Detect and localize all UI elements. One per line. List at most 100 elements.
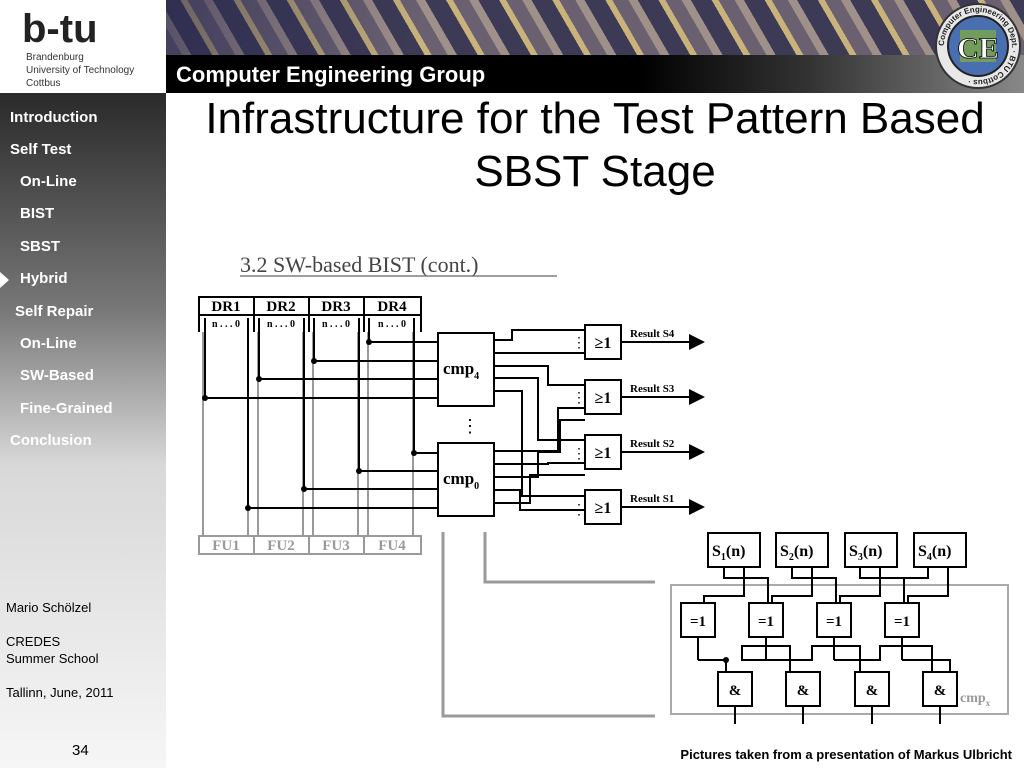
header-banner-image	[166, 0, 1024, 55]
or-gate-s3: ≥1	[584, 379, 622, 415]
svg-text:S4(n): S4(n)	[918, 543, 951, 563]
svg-text:≥1: ≥1	[595, 500, 612, 517]
comparator-ellipsis: ⋮	[461, 416, 479, 436]
register-taps	[204, 318, 438, 509]
university-logo: b-tu Brandenburg University of Technolog…	[0, 0, 166, 93]
location-date: Tallinn, June, 2011	[6, 685, 114, 700]
svg-text:&: &	[729, 683, 742, 699]
functional-units	[198, 535, 422, 555]
and-gate-2: &	[785, 671, 821, 707]
detail-input-s2: S2(n)	[775, 532, 829, 568]
event-line-1: CREDES	[6, 634, 61, 649]
comparator-cmp0	[437, 442, 495, 517]
svg-text:S3(n): S3(n)	[849, 543, 882, 563]
fu-wires	[202, 332, 414, 536]
detail-junction-dot	[723, 657, 729, 663]
detail-input-s3: S3(n)	[844, 532, 898, 568]
xor-gate-1: =1	[680, 602, 716, 638]
xor-gate-2: =1	[748, 602, 784, 638]
svg-text:S1(n): S1(n)	[712, 543, 745, 563]
author-name: Mario Schölzel	[6, 600, 92, 615]
register-dr1: DR1	[211, 299, 240, 315]
or-input-ellipsis: ⋮ ⋮ ⋮ ⋮	[572, 336, 586, 518]
or-gate-s2: ≥1	[584, 434, 622, 470]
sidebar-item-self-repair-on-line[interactable]: On-Line	[20, 335, 77, 352]
svg-text:≥1: ≥1	[595, 335, 612, 352]
sidebar-item-self-test-on-line[interactable]: On-Line	[20, 173, 77, 190]
sidebar-item-introduction[interactable]: Introduction	[10, 109, 98, 126]
logo-line-3: Cottbus	[26, 78, 61, 89]
figure-heading: 3.2 SW-based BIST (cont.)	[240, 252, 479, 277]
result-s4-label: Result S4	[630, 328, 675, 340]
header-bar	[166, 55, 1024, 93]
slide-title: Infrastructure for the Test Pattern Base…	[170, 92, 1020, 198]
comparator-outputs	[494, 329, 585, 511]
svg-text:⋮: ⋮	[572, 503, 586, 518]
data-registers	[198, 296, 422, 332]
svg-text:&: &	[866, 683, 879, 699]
register-dr4-bits: n . . . 0	[378, 319, 406, 330]
svg-text:⋮: ⋮	[572, 391, 586, 406]
unit-fu1: FU1	[212, 538, 240, 554]
sidebar	[0, 93, 166, 768]
xor-gate-4: =1	[884, 602, 920, 638]
register-dr2: DR2	[266, 299, 295, 315]
sidebar-item-conclusion[interactable]: Conclusion	[10, 432, 92, 449]
register-dr3-bits: n . . . 0	[322, 319, 350, 330]
unit-fu3: FU3	[322, 538, 350, 554]
detail-input-s1: S1(n)	[707, 532, 761, 568]
page-number: 34	[72, 742, 89, 759]
and-gate-3: &	[854, 671, 890, 707]
detail-callout-lines	[441, 532, 655, 718]
register-dr2-bits: n . . . 0	[267, 319, 295, 330]
comparator-cmp4-label: cmp4	[443, 359, 479, 382]
result-s3-label: Result S3	[630, 383, 675, 395]
cmpx-detail-label: cmpx	[960, 691, 991, 708]
sidebar-item-bist[interactable]: BIST	[20, 205, 55, 222]
svg-text:=1: =1	[690, 614, 706, 630]
result-s1-label: Result S1	[630, 493, 674, 505]
group-title: Computer Engineering Group	[176, 62, 486, 87]
comparator-cmp4	[437, 332, 495, 407]
svg-text:CE: CE	[957, 32, 999, 65]
result-s2-label: Result S2	[630, 438, 675, 450]
junction-dots	[202, 339, 417, 511]
result-arrows	[621, 334, 705, 515]
comparator-cmp0-label: cmp0	[443, 469, 479, 492]
register-dr1-bits: n . . . 0	[212, 319, 240, 330]
sidebar-item-sw-based[interactable]: SW-Based	[20, 367, 94, 384]
svg-text:S2(n): S2(n)	[780, 543, 813, 563]
svg-text:=1: =1	[826, 614, 842, 630]
sidebar-item-self-test[interactable]: Self Test	[10, 141, 72, 158]
unit-fu4: FU4	[378, 538, 406, 554]
unit-fu2: FU2	[267, 538, 295, 554]
svg-text:b-tu: b-tu	[22, 7, 98, 51]
detail-wires	[697, 567, 951, 724]
logo-line-1: Brandenburg	[26, 52, 84, 63]
or-gate-s1: ≥1	[584, 489, 622, 525]
slide-title-line-1: Infrastructure for the Test Pattern Base…	[205, 94, 985, 143]
detail-input-s4: S4(n)	[913, 532, 967, 568]
svg-text:=1: =1	[894, 614, 910, 630]
btu-logo-mark: b-tu	[22, 7, 98, 51]
sidebar-item-hybrid[interactable]: Hybrid	[20, 270, 68, 287]
svg-text:≥1: ≥1	[595, 390, 612, 407]
sidebar-item-fine-grained[interactable]: Fine-Grained	[20, 400, 113, 417]
svg-text:=1: =1	[758, 614, 774, 630]
logo-line-2: University of Technology	[26, 65, 135, 76]
sidebar-item-self-repair[interactable]: Self Repair	[15, 303, 94, 320]
and-gate-4: &	[922, 671, 958, 707]
event-line-2: Summer School	[6, 651, 99, 666]
svg-text:≥1: ≥1	[595, 445, 612, 462]
svg-text:&: &	[934, 683, 947, 699]
ce-dept-badge: CE Computer Engineering Dept. · BTU Cott…	[935, 3, 1021, 89]
figure-caption: Pictures taken from a presentation of Ma…	[680, 747, 1012, 762]
sidebar-item-sbst[interactable]: SBST	[20, 238, 61, 255]
slide-title-line-2: SBST Stage	[474, 147, 716, 196]
or-gate-s4: ≥1	[584, 324, 622, 360]
and-gate-1: &	[717, 671, 753, 707]
register-dr3: DR3	[321, 299, 350, 315]
active-item-arrow-icon	[0, 272, 9, 288]
xor-gate-3: =1	[816, 602, 852, 638]
